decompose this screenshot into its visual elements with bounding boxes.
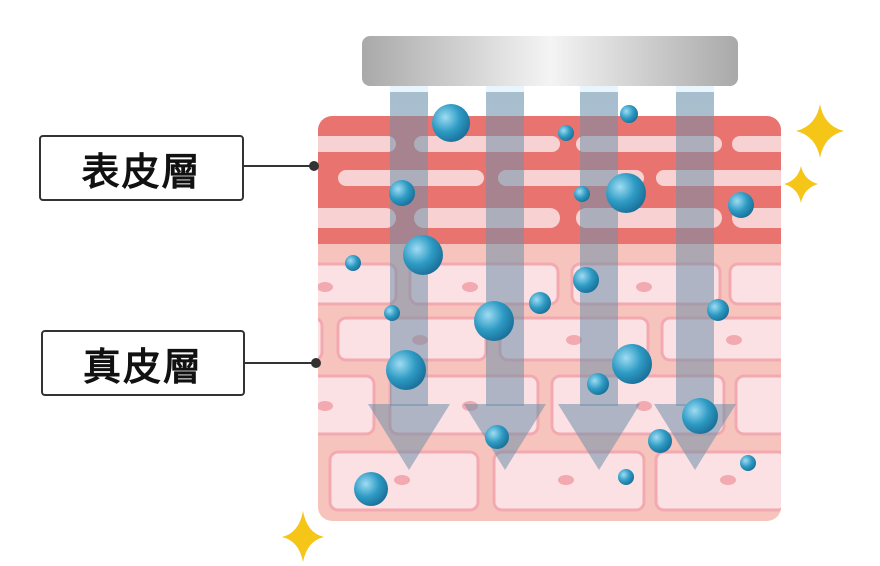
- epidermis-label-text: 表皮層: [81, 149, 202, 194]
- dermis-label: 真皮層: [41, 330, 245, 396]
- dermis-label-text: 真皮層: [82, 344, 203, 389]
- leader-lines: [240, 161, 321, 368]
- epidermis-label: 表皮層: [39, 135, 244, 201]
- sparkle-icon: [282, 104, 844, 562]
- device-head: [362, 36, 738, 86]
- water-droplet-icon: [345, 104, 756, 506]
